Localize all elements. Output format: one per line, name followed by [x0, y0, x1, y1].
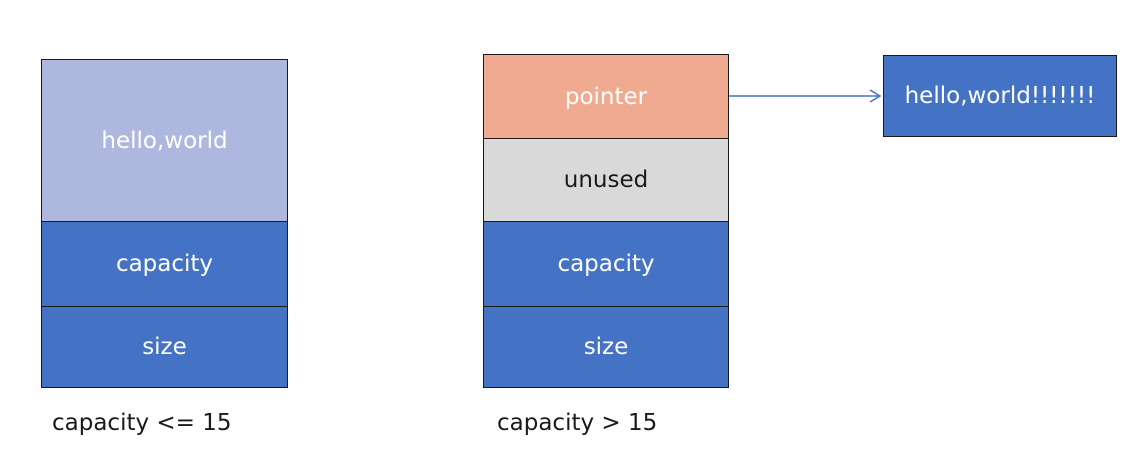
size-cell: size	[484, 306, 728, 387]
small-string-caption: capacity <= 15	[52, 410, 232, 436]
capacity-cell: capacity	[42, 221, 287, 306]
capacity-label: capacity	[115, 251, 214, 277]
heap-buffer: hello,world!!!!!!!	[883, 55, 1117, 137]
size-label: size	[583, 334, 629, 360]
size-label: size	[142, 334, 187, 360]
capacity-label: capacity	[557, 251, 655, 277]
capacity-cell: capacity	[484, 221, 728, 306]
unused-cell: unused	[484, 138, 728, 221]
pointer-cell: pointer	[484, 55, 728, 138]
inline-buffer-label: hello,world	[101, 127, 228, 154]
unused-label: unused	[563, 167, 649, 193]
small-string-layout: hello,world capacity size	[41, 59, 288, 388]
inline-buffer-cell: hello,world	[42, 60, 287, 221]
size-cell: size	[42, 306, 287, 387]
arrow-head-icon	[869, 89, 882, 103]
large-string-caption: capacity > 15	[497, 410, 658, 436]
large-string-layout: pointer unused capacity size	[483, 54, 729, 388]
pointer-label: pointer	[564, 83, 648, 110]
heap-buffer-label: hello,world!!!!!!!	[904, 83, 1096, 109]
